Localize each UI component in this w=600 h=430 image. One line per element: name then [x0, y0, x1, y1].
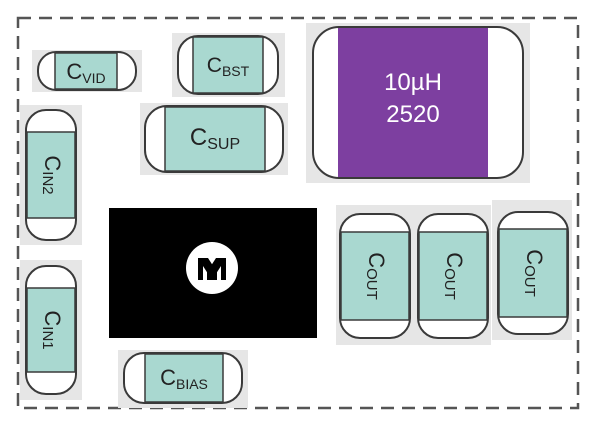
capacitor-cbias: CBIAS: [118, 350, 248, 408]
cout3-label-main: C: [522, 249, 547, 265]
cbst-label-main: C: [207, 54, 222, 77]
svg-text:CBST: CBST: [207, 54, 250, 79]
cvid-label-main: C: [66, 59, 82, 84]
capacitor-cout-3: COUT: [492, 200, 572, 340]
cout1-label-main: C: [364, 252, 389, 268]
svg-text:CIN1: CIN1: [39, 310, 65, 349]
cin2-label-main: C: [40, 155, 65, 171]
capacitor-cvid: CVID: [32, 50, 142, 92]
capacitor-cin2: CIN2: [20, 105, 82, 245]
capacitor-cout-1: COUT: [336, 205, 414, 345]
csup-label-sub: SUP: [207, 136, 240, 153]
cout3-label-sub: OUT: [521, 265, 538, 297]
svg-text:COUT: COUT: [363, 252, 389, 300]
cout2-label-main: C: [442, 252, 467, 268]
cin1-label-main: C: [40, 310, 65, 326]
board-outline: [16, 16, 580, 410]
cin1-label-sub: IN1: [39, 326, 56, 349]
svg-text:CVID: CVID: [66, 59, 105, 86]
cout1-label-sub: OUT: [363, 268, 380, 300]
csup-label-main: C: [190, 124, 207, 151]
svg-text:CSUP: CSUP: [190, 124, 240, 153]
cbias-label-sub: BIAS: [176, 376, 208, 392]
maxim-logo-mark: [198, 258, 226, 280]
cbias-label-main: C: [160, 365, 176, 390]
inductor-size: 2520: [386, 101, 439, 128]
svg-text:COUT: COUT: [441, 252, 467, 300]
capacitor-cout-2: COUT: [413, 205, 491, 345]
cin2-label-sub: IN2: [39, 171, 56, 194]
inductor-value: 10µH: [384, 69, 442, 96]
capacitor-cin1: CIN1: [20, 260, 82, 400]
inductor-10uh: 10µH 2520: [306, 23, 530, 183]
cout2-label-sub: OUT: [441, 268, 458, 300]
cbst-label-sub: BST: [222, 63, 250, 79]
svg-text:CBIAS: CBIAS: [160, 365, 208, 392]
ic-package: [109, 208, 317, 338]
capacitor-cbst: CBST: [172, 33, 285, 97]
svg-text:CIN2: CIN2: [39, 155, 65, 194]
svg-text:COUT: COUT: [521, 249, 547, 297]
capacitor-csup: CSUP: [140, 103, 288, 175]
cvid-label-sub: VID: [82, 70, 105, 86]
